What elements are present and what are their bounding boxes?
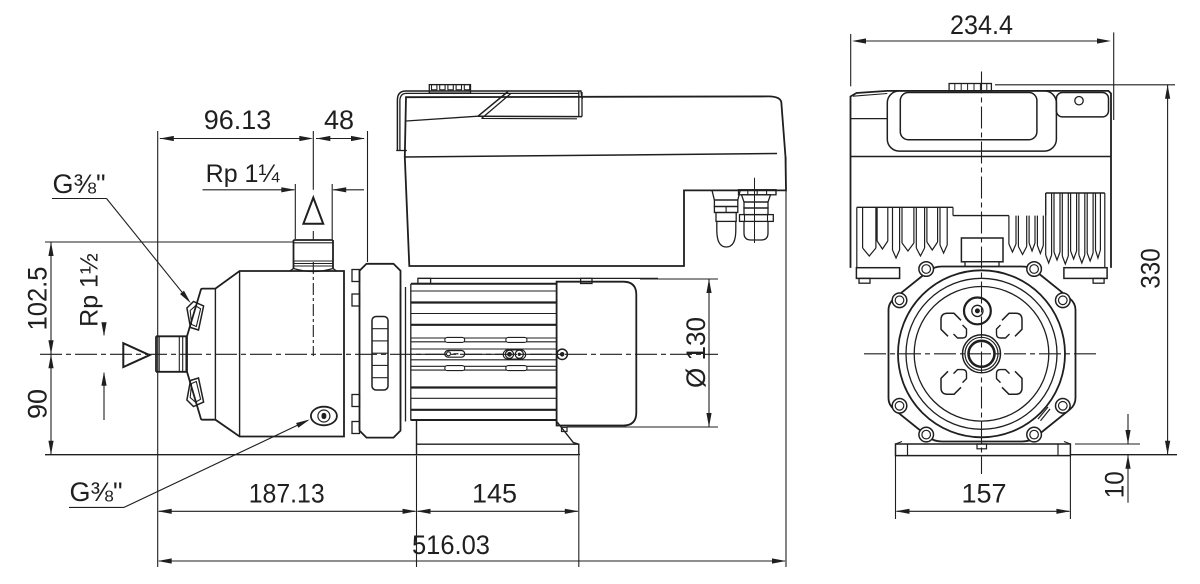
svg-text:Rp 1½: Rp 1½	[76, 253, 104, 327]
svg-text:Ø 130: Ø 130	[681, 317, 711, 388]
svg-text:102.5: 102.5	[23, 267, 53, 331]
svg-text:516.03: 516.03	[412, 530, 490, 560]
svg-text:Rp 1¼: Rp 1¼	[206, 160, 281, 188]
svg-text:G⅜": G⅜"	[52, 169, 105, 199]
svg-text:G⅜": G⅜"	[69, 477, 122, 507]
svg-text:330: 330	[1136, 248, 1166, 289]
svg-text:187.13: 187.13	[249, 479, 325, 509]
svg-text:157: 157	[961, 479, 1006, 509]
svg-text:90: 90	[23, 389, 53, 419]
svg-text:234.4: 234.4	[950, 10, 1013, 40]
svg-text:48: 48	[324, 105, 354, 135]
svg-text:96.13: 96.13	[204, 105, 272, 135]
svg-text:10: 10	[1100, 471, 1130, 498]
svg-text:145: 145	[472, 479, 517, 509]
